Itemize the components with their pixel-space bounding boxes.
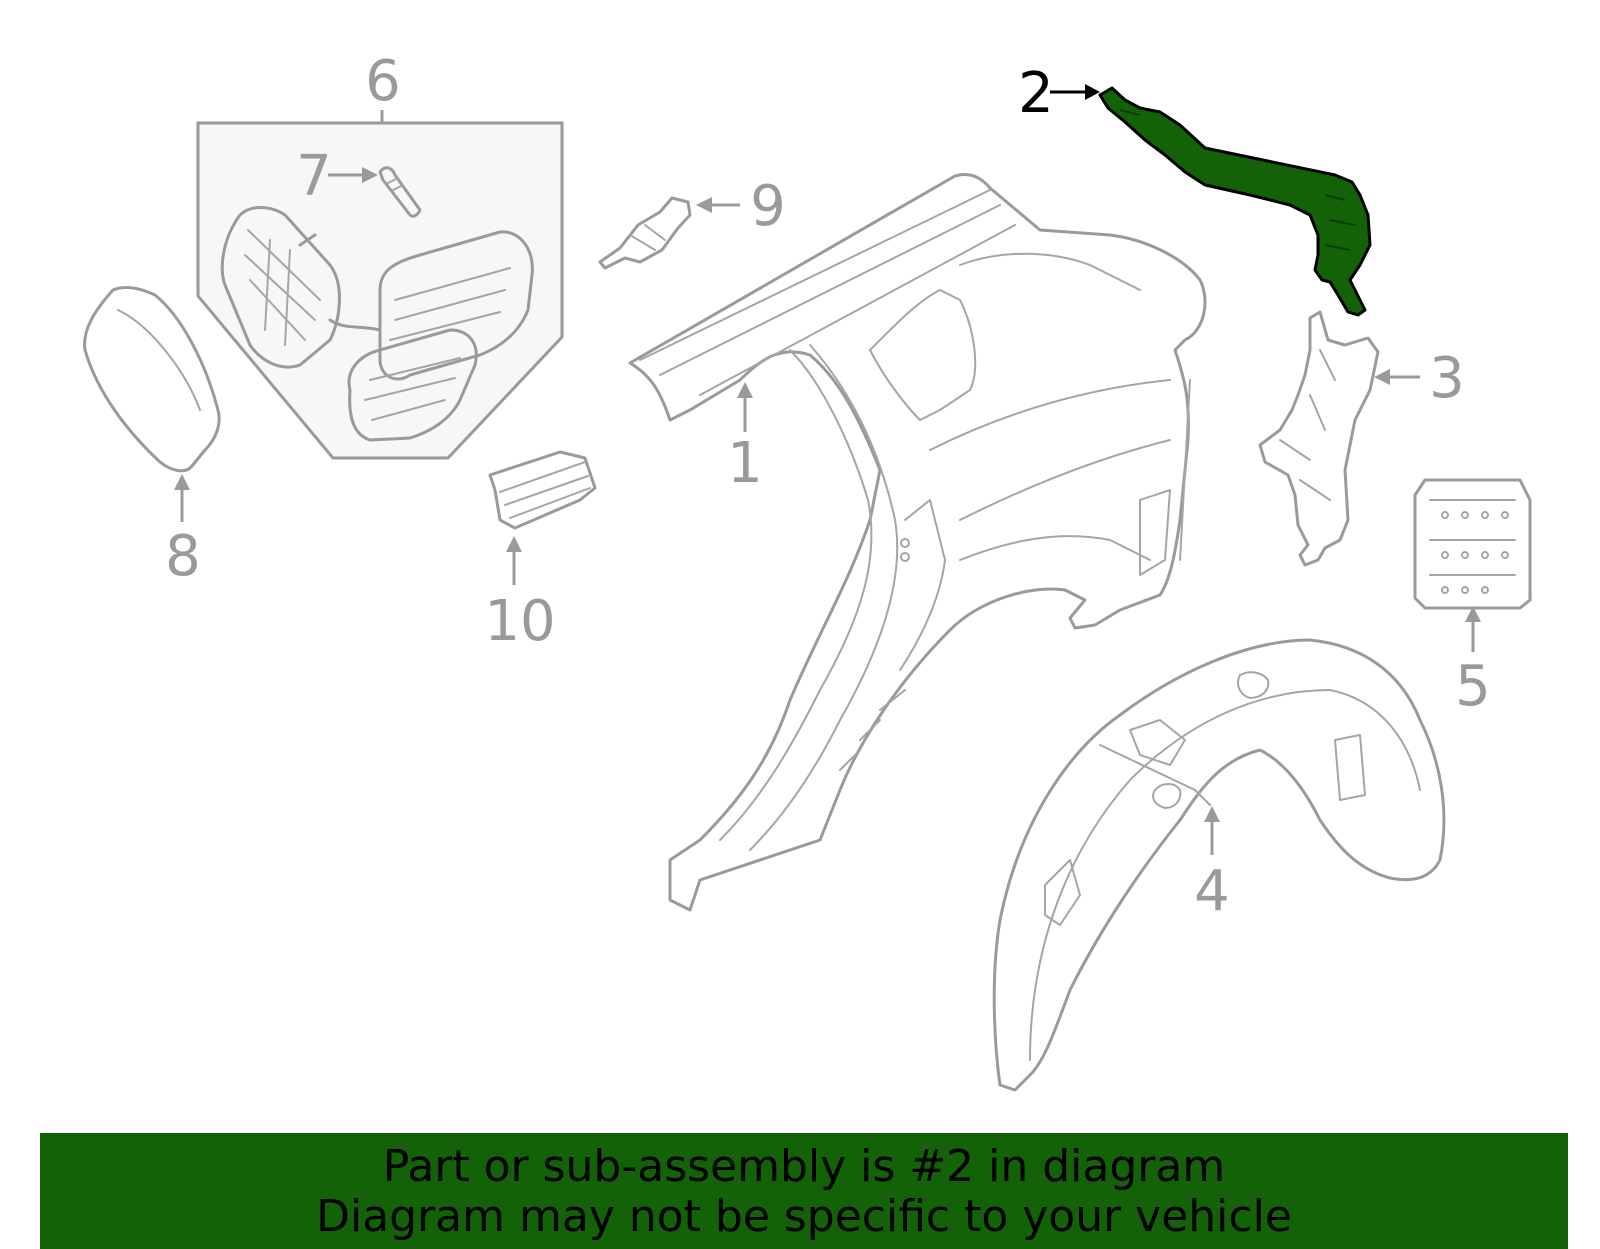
part-9-sensor[interactable] — [598, 196, 692, 270]
part-6-assembly[interactable] — [196, 110, 564, 460]
callout-number-5: 5 — [1455, 654, 1491, 719]
callout-8: 8 — [165, 474, 201, 589]
callout-number-1: 1 — [727, 431, 763, 496]
banner-line-2: Diagram may not be specific to your vehi… — [316, 1191, 1292, 1242]
callout-7: 7 — [296, 144, 378, 209]
part-4-liner[interactable] — [992, 638, 1446, 1092]
callout-5: 5 — [1455, 606, 1491, 719]
part-1-quarter-panel[interactable] — [628, 173, 1207, 912]
callout-3: 3 — [1374, 346, 1465, 411]
part-5-panel[interactable] — [1413, 478, 1532, 610]
callout-number-7: 7 — [296, 144, 332, 209]
part-8-fuel-door[interactable] — [83, 286, 221, 473]
part-10-bracket[interactable] — [488, 450, 597, 530]
callout-10: 10 — [484, 536, 556, 654]
callout-number-4: 4 — [1194, 859, 1230, 924]
callout-number-3: 3 — [1429, 346, 1465, 411]
callout-2: 2 — [1018, 61, 1100, 126]
callout-number-8: 8 — [165, 524, 201, 589]
callout-number-6: 6 — [365, 49, 401, 114]
callout-6: 6 — [365, 49, 401, 114]
callout-number-9: 9 — [750, 174, 786, 239]
callout-number-10: 10 — [484, 589, 555, 654]
info-banner: Part or sub-assembly is #2 in diagram Di… — [40, 1133, 1568, 1249]
part-2-reinforcement[interactable] — [1098, 86, 1372, 317]
callout-9: 9 — [696, 174, 786, 239]
part-3-bracket[interactable] — [1258, 310, 1380, 567]
callout-number-2: 2 — [1018, 61, 1054, 126]
callout-4: 4 — [1194, 806, 1230, 924]
callout-1: 1 — [727, 382, 763, 496]
banner-line-1: Part or sub-assembly is #2 in diagram — [382, 1141, 1226, 1192]
